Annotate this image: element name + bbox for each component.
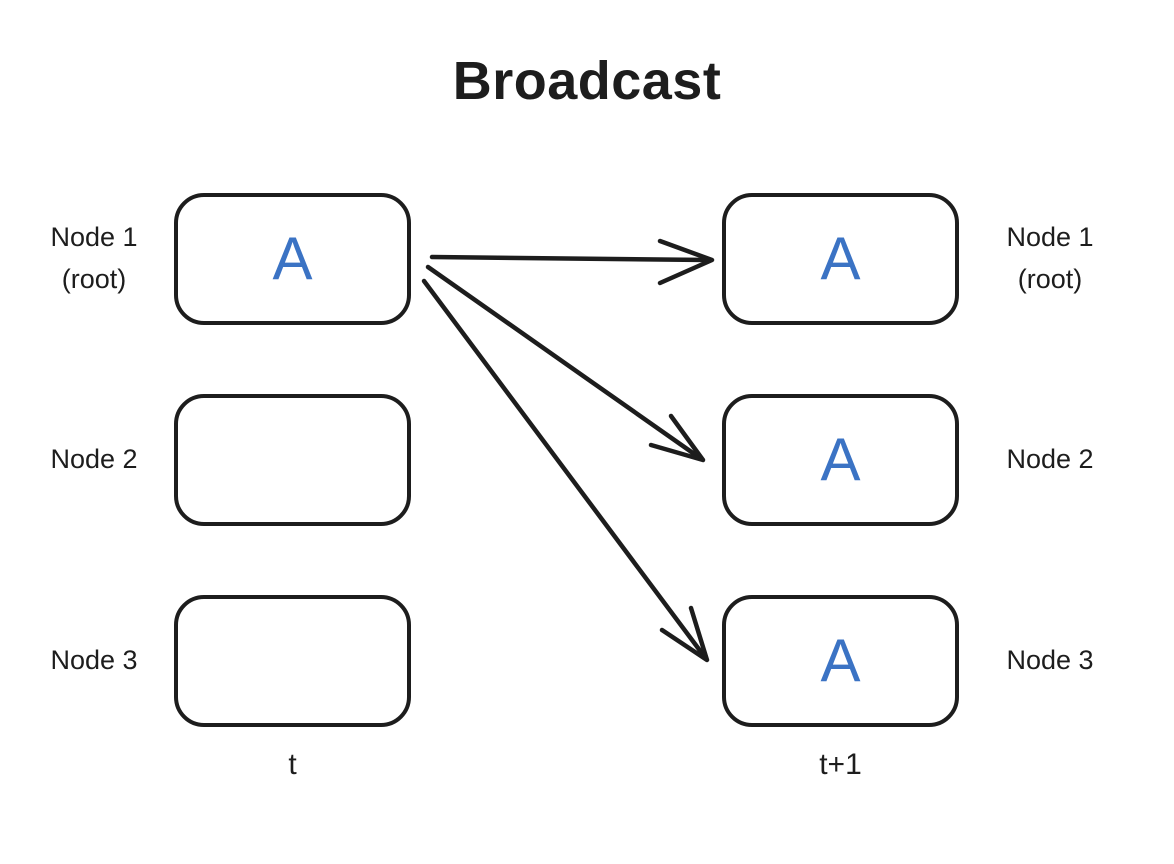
node-box-node1-t1: A [722, 193, 959, 325]
node-label-name: Node 3 [1006, 645, 1094, 676]
arrow-root-to-node3 [421, 278, 710, 663]
time-label-t-plus-1: t+1 [819, 748, 862, 781]
node-label-node2-t1: Node 2 [970, 394, 1130, 526]
node-label-name: Node 3 [50, 645, 138, 676]
node-label-name: Node 1 [50, 222, 138, 253]
node-label-sub: (root) [1017, 264, 1083, 294]
arrow-root-to-node1 [429, 238, 715, 286]
node-box-node2-t1: A [722, 394, 959, 526]
node-box-node3-t [174, 595, 411, 727]
node-label-node1-t1: Node 1 (root) [970, 193, 1130, 325]
diagram-title: Broadcast [452, 51, 722, 111]
node-box-node2-t [174, 394, 411, 526]
node-label-name: Node 2 [1006, 444, 1094, 475]
arrow-root-to-node2 [425, 264, 706, 463]
node-label-name: Node 1 [1006, 222, 1094, 253]
time-label-t: t [288, 748, 297, 781]
node-label-sub: (root) [61, 264, 127, 294]
node-label-node3-t1: Node 3 [970, 595, 1130, 727]
node-label-node3-t: Node 3 [14, 595, 174, 727]
node-letter: A [820, 627, 861, 694]
node-box-node3-t1: A [722, 595, 959, 727]
node-letter: A [820, 225, 861, 292]
node-label-node1-t: Node 1 (root) [14, 193, 174, 325]
node-letter: A [272, 225, 313, 292]
node-box-node1-t: A [174, 193, 411, 325]
node-label-node2-t: Node 2 [14, 394, 174, 526]
node-letter: A [820, 426, 861, 493]
node-label-name: Node 2 [50, 444, 138, 475]
